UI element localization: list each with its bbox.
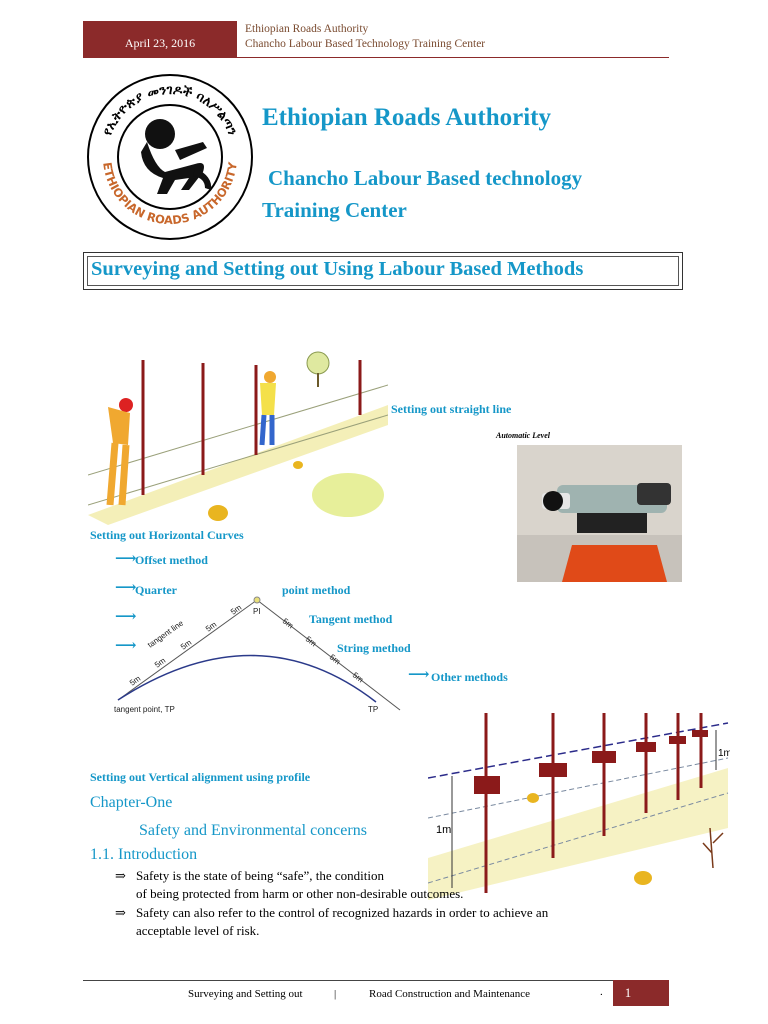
label-vertical-alignment: Setting out Vertical alignment using pro… [90,770,311,784]
header-date: April 23, 2016 [124,36,196,50]
center-name-line1: Chancho Labour Based technology [268,166,583,190]
label-segment: 5m [204,620,219,634]
bullet-text-1: Safety is the state of being “safe”, the… [136,868,385,883]
label-1m-left: 1m [436,824,451,836]
automatic-level-caption: Automatic Level [496,431,550,440]
section-heading: 1.1. Introduction [90,846,198,863]
label-horizontal-curves: Setting out Horizontal Curves [90,528,244,542]
automatic-level-photo [517,445,682,582]
label-pi: PI [253,607,261,616]
header-rule [237,57,669,58]
bullet-text-2-cont: acceptable level of risk. [136,923,260,938]
label-segment: 5m [128,674,143,688]
footer-middle-text: Road Construction and Maintenance [369,988,530,1000]
method-other: Other methods [431,670,508,684]
era-logo: የኢትዮጵያ መንገዶች ባለሥልጣን ETHIOPIAN ROADS AUTH… [87,74,253,240]
bullet-arrow-icon: ⇒ [115,905,126,920]
vertical-profile-illustration: 1m 1m [428,713,730,900]
chapter-title: Chapter-One [90,794,173,811]
arrow-right-icon: ⟶ [115,609,137,625]
straight-line-illustration [88,351,388,525]
label-segment: 5m [351,670,366,684]
arrow-right-icon: ⟶ [115,638,137,654]
arrow-right-icon: ⟶ [408,667,430,683]
label-segment: 5m [179,638,194,652]
org-title: Ethiopian Roads Authority [262,104,551,131]
label-segment: 5m [281,616,296,630]
lion-icon [141,119,212,194]
method-string: String method [337,641,411,655]
method-quarter: Quarter [135,583,177,597]
header-org-line1: Ethiopian Roads Authority [245,23,369,35]
arrow-right-icon: ⟶ [115,580,137,596]
method-tangent: Tangent method [309,612,393,626]
footer-page-box [613,980,669,1006]
footer-left-text: Surveying and Setting out [188,988,303,1000]
page-number: 1 [624,985,632,1000]
footer-rule [83,980,613,981]
label-straight-line: Setting out straight line [391,402,512,416]
footer-separator: | [334,988,337,1000]
label-tangent-point: tangent point, TP [114,705,175,714]
label-1m-right: 1m [718,748,730,759]
label-segment: 5m [153,656,168,670]
title-box [83,252,683,290]
method-offset: Offset method [135,553,208,567]
bullet-text-1-cont: of being protected from harm or other no… [136,886,464,901]
label-segment: 5m [229,603,244,617]
arrow-right-icon: ⟶ [115,551,137,567]
center-name-line2: Training Center [262,198,407,222]
method-quarter-point: point method [282,583,351,597]
chapter-subtitle: Safety and Environmental concerns [139,822,367,839]
main-title: Surveying and Setting out Using Labour B… [91,258,584,280]
bullet-text-2: Safety can also refer to the control of … [136,905,549,920]
header-date-box [83,21,237,58]
label-tp: TP [368,705,378,714]
horizontal-curve-diagram: tangent line PI tangent point, TP TP 5m … [114,596,401,714]
header-org-line2: Chancho Labour Based Technology Training… [245,38,486,50]
footer-dot: . [600,986,603,998]
bullet-arrow-icon: ⇒ [115,868,126,883]
label-segment: 5m [304,634,319,648]
